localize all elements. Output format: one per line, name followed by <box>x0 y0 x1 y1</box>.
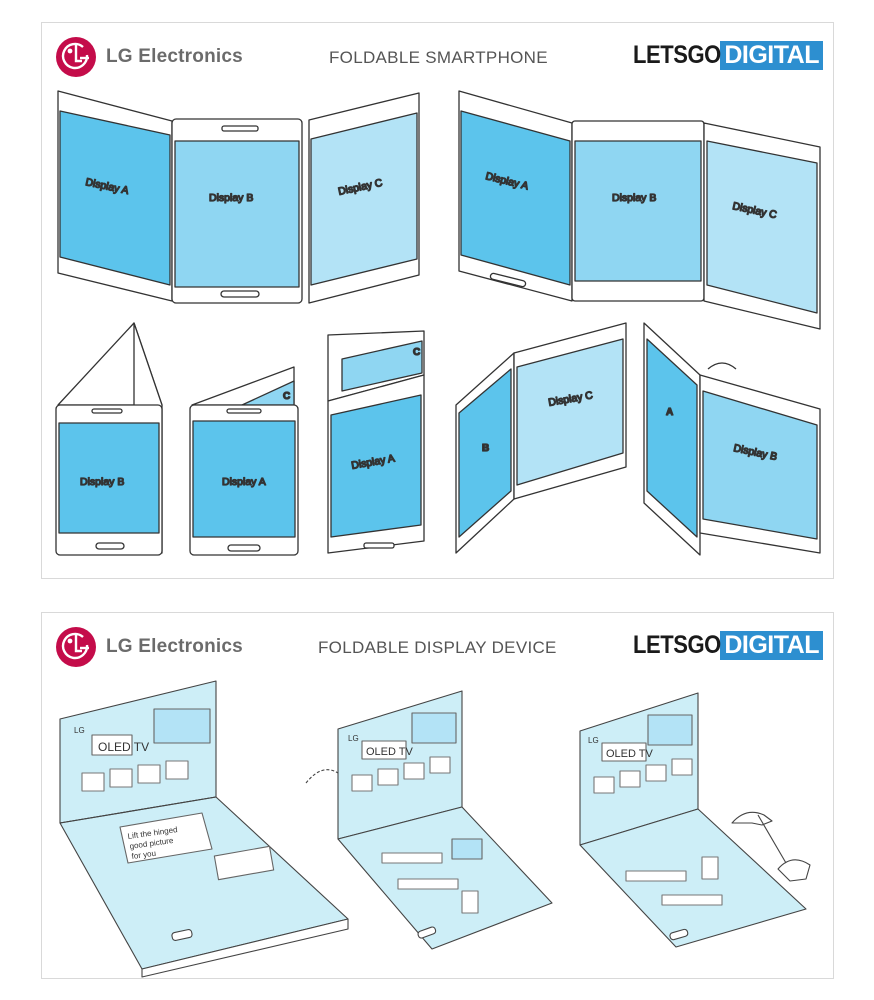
oled-tv-title: OLED TV <box>98 740 149 754</box>
phone-folded-a: Display A C <box>189 366 299 556</box>
digital-text: DIGITAL <box>720 631 823 660</box>
phone-open-rear: Display A Display B Display C <box>458 90 821 330</box>
letsgo-text: LETSGO <box>632 41 721 69</box>
foldable-smartphone-panel: LG Electronics FOLDABLE SMARTPHONE LETSG… <box>41 22 834 579</box>
foldable-display-device-panel: LG Electronics FOLDABLE DISPLAY DEVICE L… <box>41 612 834 979</box>
lg-face-icon <box>61 632 89 660</box>
note-line-3: for you <box>131 849 156 861</box>
lg-mark: LG <box>74 726 85 735</box>
label-b: B <box>482 443 489 454</box>
lg-mark: LG <box>588 736 599 745</box>
label-c: C <box>283 391 290 402</box>
lg-logo-mark <box>56 627 96 667</box>
lg-mark: LG <box>348 734 359 743</box>
label-display-b: Display B <box>80 476 124 488</box>
lg-brand-name: LG Electronics <box>106 46 243 67</box>
lg-logo-mark <box>56 37 96 77</box>
label-c: C <box>413 347 420 358</box>
device-mid-fold: OLED TV LG <box>305 690 553 950</box>
phone-folded-b: Display B <box>55 322 163 556</box>
label-a: A <box>666 407 673 418</box>
hand-lower <box>777 859 811 882</box>
oled-tv-title: OLED TV <box>366 746 414 758</box>
device-fold-hands: OLED TV LG <box>579 692 811 948</box>
lg-brand-name: LG Electronics <box>106 636 243 657</box>
display-device-diagrams: OLED TV LG Lift the hinged good picture … <box>59 680 811 978</box>
label-display-b: Display B <box>209 192 253 204</box>
hand-upper <box>731 811 773 826</box>
phone-tent-bc: B Display C <box>455 322 627 554</box>
panel-title: FOLDABLE SMARTPHONE <box>329 48 548 67</box>
phone-open-front: Display A Display B Display C <box>57 90 420 304</box>
digital-text: DIGITAL <box>720 41 823 70</box>
label-display-b: Display B <box>612 192 656 204</box>
phone-fold-ab: A Display B <box>643 322 821 556</box>
panel-title: FOLDABLE DISPLAY DEVICE <box>318 638 557 657</box>
phone-folded-za: Display A C <box>327 330 425 554</box>
oled-tv-title: OLED TV <box>606 748 654 760</box>
smartphone-diagrams: Display A Display B Display C Display A … <box>55 90 821 556</box>
lg-face-icon <box>61 42 89 70</box>
label-display-a: Display A <box>222 476 266 488</box>
device-open: OLED TV LG Lift the hinged good picture … <box>59 680 349 978</box>
letsgo-text: LETSGO <box>632 631 721 659</box>
